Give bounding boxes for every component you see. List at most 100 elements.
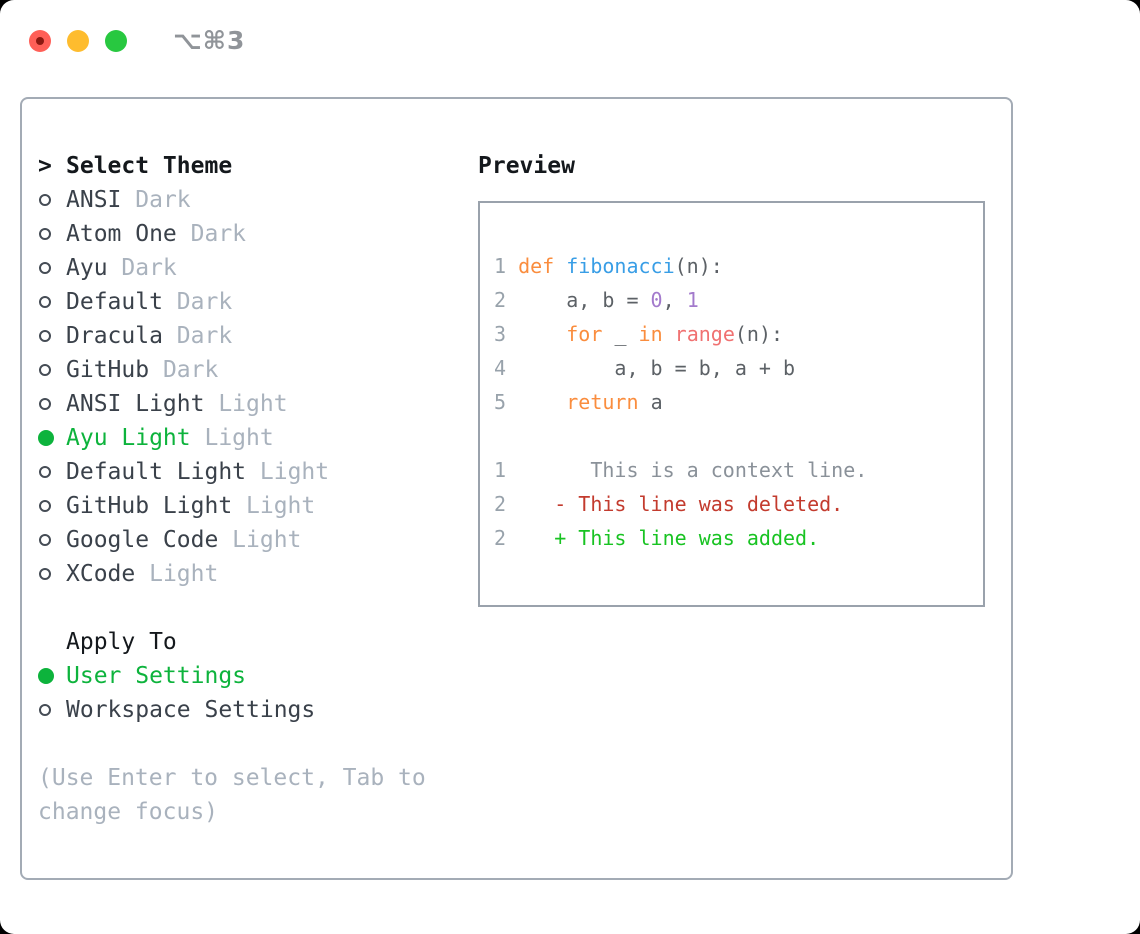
- radio-icon: [38, 262, 66, 274]
- theme-variant: Light: [232, 527, 302, 553]
- theme-option[interactable]: XCode Light: [38, 557, 478, 591]
- code-token-deleted: - This line was deleted.: [506, 492, 844, 516]
- code-line: 2 a, b = 0, 1: [494, 283, 971, 317]
- code-line: 4 a, b = b, a + b: [494, 351, 971, 385]
- theme-name: ANSI: [66, 187, 136, 213]
- code-token-context: This is a context line.: [506, 458, 868, 482]
- theme-option[interactable]: GitHub Dark: [38, 353, 478, 387]
- theme-option[interactable]: ANSI Light Light: [38, 387, 478, 421]
- theme-option[interactable]: Dracula Dark: [38, 319, 478, 353]
- code-token-lineno: 2: [494, 288, 519, 312]
- radio-icon: [39, 704, 51, 716]
- minimize-button[interactable]: [67, 29, 89, 52]
- theme-name: Default: [66, 289, 177, 315]
- theme-option[interactable]: ANSI Dark: [38, 183, 478, 217]
- radio-icon: [39, 228, 51, 240]
- radio-icon: [39, 262, 51, 274]
- radio-icon: [38, 364, 66, 376]
- radio-icon: [38, 194, 66, 206]
- titlebar: ⌥⌘3: [29, 26, 245, 55]
- theme-name: Atom One: [66, 221, 191, 247]
- hint-text: (Use Enter to select, Tab to change focu…: [38, 765, 426, 825]
- code-token-plain: a: [650, 390, 663, 414]
- theme-variant: Dark: [176, 323, 233, 349]
- theme-option[interactable]: Google Code Light: [38, 523, 478, 557]
- code-token-lineno: 2: [494, 526, 507, 550]
- radio-icon: [38, 228, 66, 240]
- preview-title: Preview: [478, 153, 575, 179]
- code-token-keyword: for: [566, 322, 615, 346]
- apply-option[interactable]: User Settings: [38, 659, 478, 693]
- theme-name: GitHub Light: [66, 493, 247, 519]
- radio-icon: [39, 466, 51, 478]
- spacer: [38, 591, 478, 625]
- close-button[interactable]: [29, 29, 51, 52]
- code-token-func: fibonacci: [566, 254, 675, 278]
- code-token-plain: [518, 322, 566, 346]
- theme-option[interactable]: GitHub Light Light: [38, 489, 478, 523]
- code-line: 3 for _ in range(n):: [494, 317, 971, 351]
- radio-selected-icon: [38, 668, 66, 684]
- radio-selected-icon: [38, 668, 54, 684]
- code-line: 2 + This line was added.: [494, 521, 971, 555]
- radio-icon: [39, 534, 51, 546]
- theme-option[interactable]: Ayu Light Light: [38, 421, 478, 455]
- radio-icon: [38, 704, 66, 716]
- theme-variant: Dark: [135, 187, 191, 213]
- theme-name: Google Code: [66, 527, 233, 553]
- theme-variant: Light: [204, 425, 274, 451]
- theme-name: Ayu Light: [66, 425, 205, 451]
- menu-header: > Select Theme: [38, 149, 478, 183]
- menu-title: Select Theme: [66, 153, 233, 179]
- code-token-lineno: 3: [494, 322, 519, 346]
- code-token-lineno: 1: [494, 254, 519, 278]
- radio-selected-icon: [38, 430, 54, 446]
- code-line: 2 - This line was deleted.: [494, 487, 971, 521]
- apply-option[interactable]: Workspace Settings: [38, 693, 478, 727]
- code-token-lineno: 2: [494, 492, 507, 516]
- radio-icon: [38, 568, 66, 580]
- preview-section: Preview 1 def fibonacci(n):2 a, b = 0, 1…: [478, 99, 1011, 878]
- menu-prompt-icon: >: [38, 153, 52, 179]
- code-token-lineno: 1: [494, 458, 507, 482]
- theme-variant: Dark: [162, 357, 219, 383]
- radio-icon: [39, 500, 51, 512]
- theme-name: XCode: [66, 561, 150, 587]
- theme-option[interactable]: Default Light Light: [38, 455, 478, 489]
- zoom-button[interactable]: [105, 29, 127, 52]
- apply-option-label: User Settings: [66, 663, 247, 689]
- code-token-lineno: 5: [494, 390, 519, 414]
- radio-icon: [39, 330, 51, 342]
- theme-variant: Light: [149, 561, 219, 587]
- theme-option[interactable]: Ayu Dark: [38, 251, 478, 285]
- radio-icon: [38, 466, 66, 478]
- radio-icon: [38, 534, 66, 546]
- theme-variant: Light: [218, 391, 288, 417]
- theme-name: Dracula: [66, 323, 177, 349]
- radio-icon: [38, 330, 66, 342]
- code-token-plain: [518, 390, 566, 414]
- code-token-plain: (n):: [734, 322, 784, 346]
- code-token-keyword: in: [638, 322, 675, 346]
- apply-to-title: Apply To: [66, 629, 177, 655]
- radio-selected-icon: [38, 430, 66, 446]
- theme-variant: Light: [259, 459, 330, 485]
- radio-icon: [39, 296, 51, 308]
- theme-option[interactable]: Atom One Dark: [38, 217, 478, 251]
- code-token-plain: ,: [662, 288, 687, 312]
- theme-name: Ayu: [66, 255, 122, 281]
- radio-icon: [38, 398, 66, 410]
- code-line: 1 def fibonacci(n):: [494, 249, 971, 283]
- window-shortcut-label: ⌥⌘3: [173, 26, 246, 55]
- theme-option[interactable]: Default Dark: [38, 285, 478, 319]
- theme-name: Default Light: [66, 459, 260, 485]
- code-line: 5 return a: [494, 385, 971, 419]
- theme-name: GitHub: [66, 357, 163, 383]
- code-token-salmon: range: [674, 322, 735, 346]
- code-token-plain: _: [614, 322, 639, 346]
- code-token-num: 0: [650, 288, 663, 312]
